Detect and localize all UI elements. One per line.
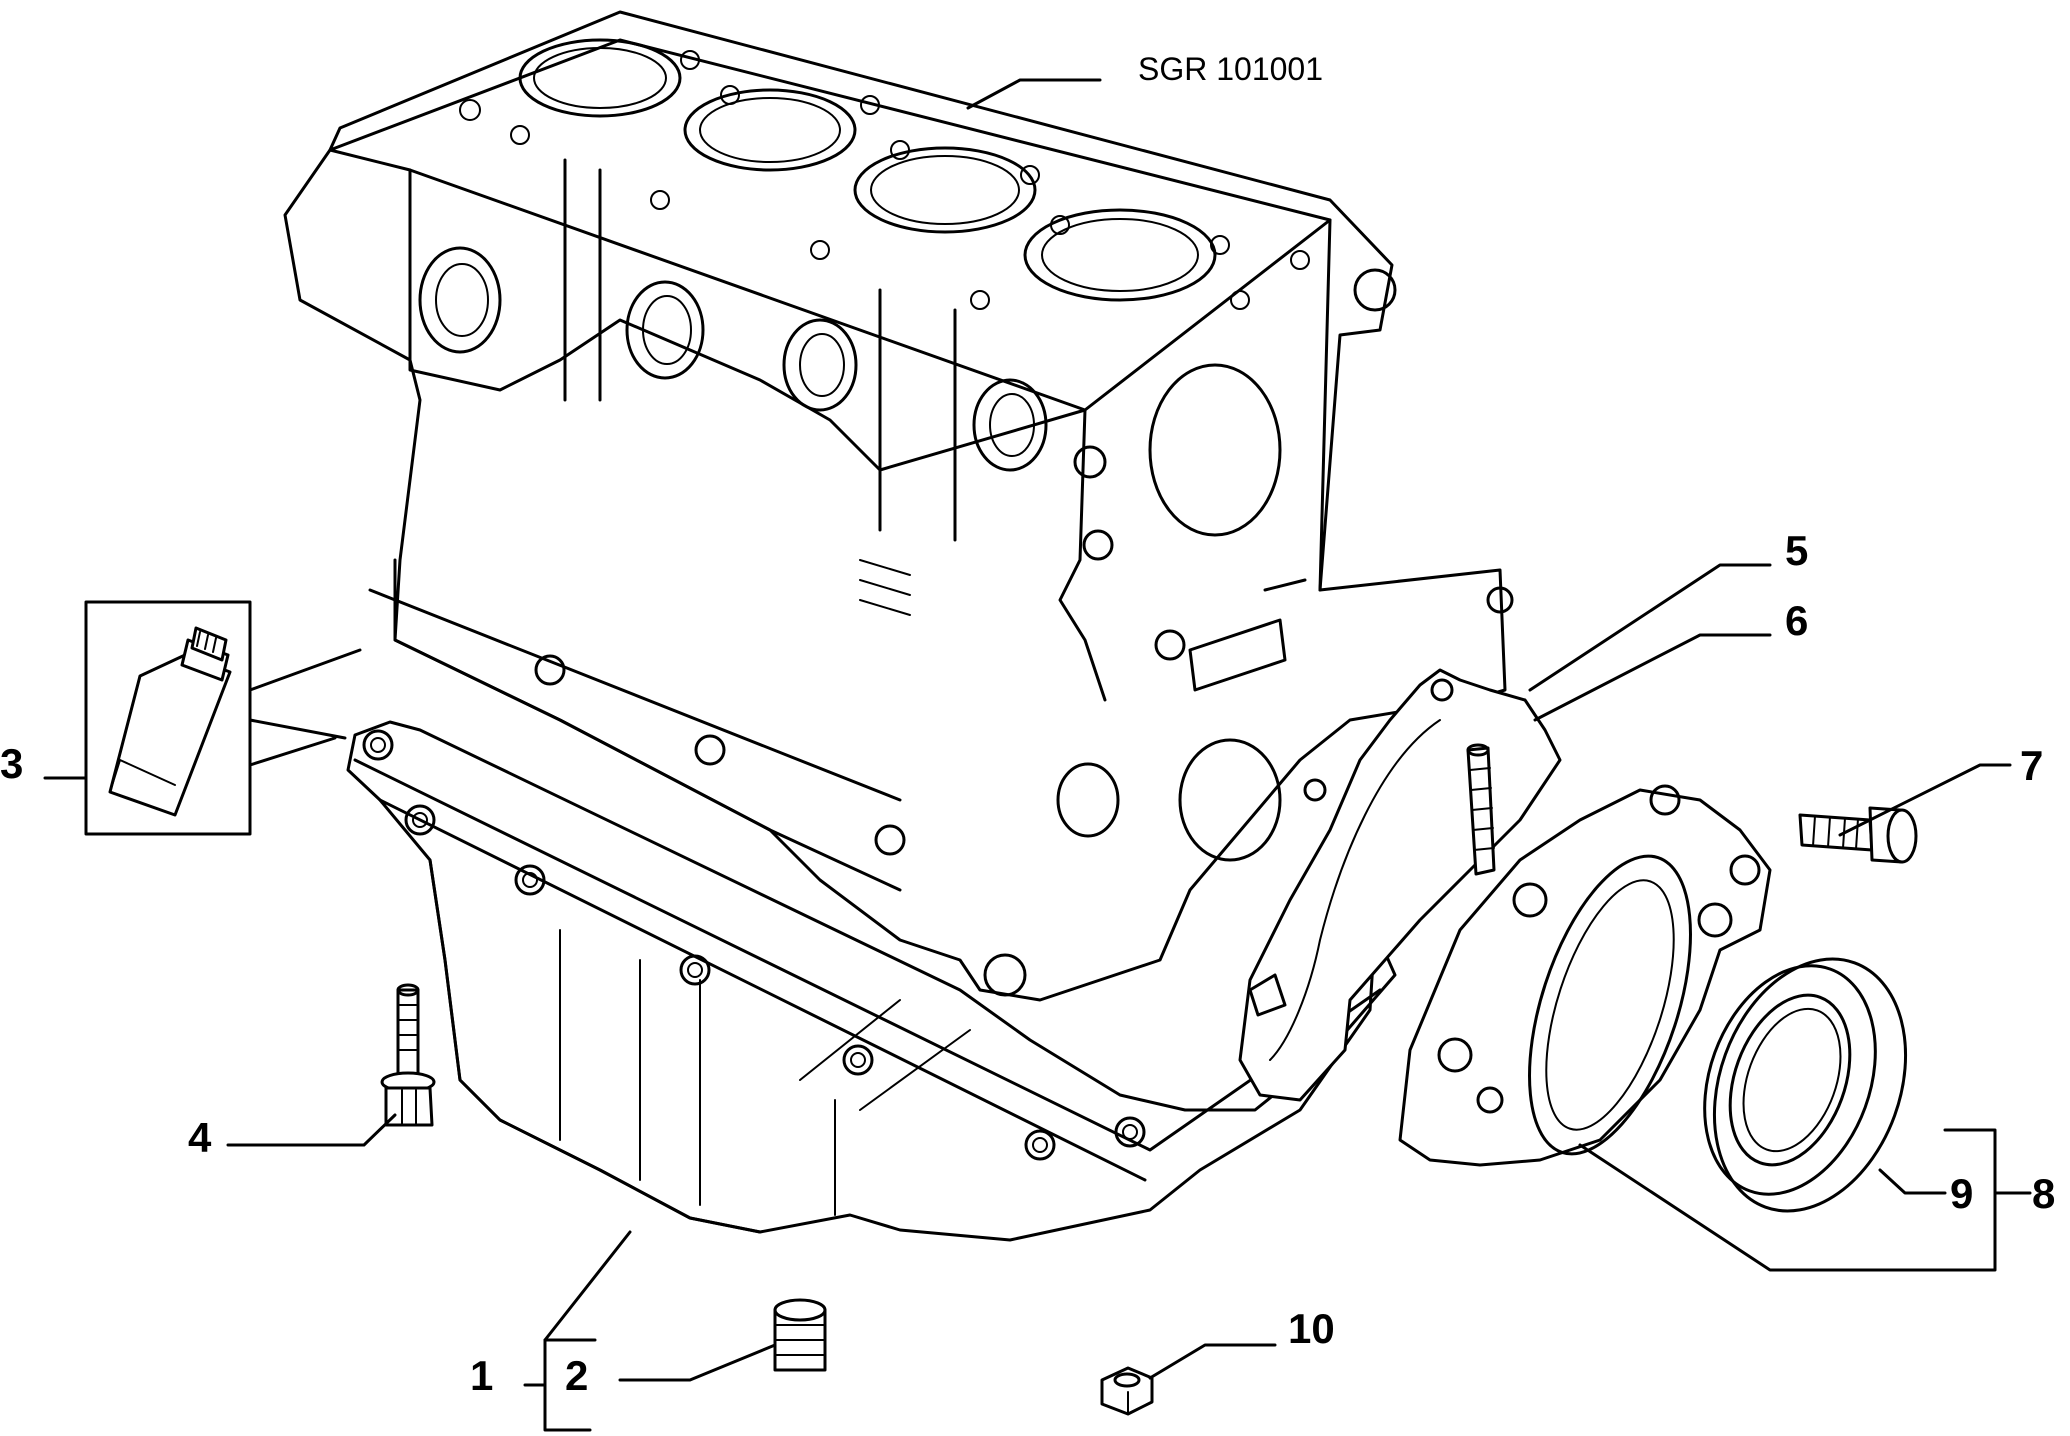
- sealant-tube-panel: [84, 600, 362, 836]
- callout-3: 3: [0, 740, 23, 787]
- callout-8: 8: [2032, 1170, 2055, 1217]
- oil-sump: [346, 720, 1397, 1242]
- callout-5: 5: [1785, 527, 1808, 574]
- pan-bolt: [380, 983, 436, 1127]
- callout-10: 10: [1288, 1305, 1335, 1352]
- engine-block: [283, 10, 1514, 1002]
- reference-code: SGR 101001: [1138, 51, 1323, 87]
- drain-plug: [773, 1298, 827, 1372]
- callout-6: 6: [1785, 597, 1808, 644]
- callout-1: 1: [470, 1352, 493, 1399]
- oil-seal-ring: [1703, 957, 1908, 1213]
- callout-4: 4: [188, 1114, 212, 1161]
- callout-2: 2: [565, 1352, 588, 1399]
- flange-bolt: [1798, 806, 1918, 864]
- leader-lines: [43, 78, 2032, 1432]
- stud-bolt: [1466, 743, 1496, 876]
- rear-seal-cover: [1398, 784, 1772, 1167]
- callout-7: 7: [2020, 742, 2043, 789]
- hex-nut: [1100, 1366, 1154, 1416]
- callout-9: 9: [1950, 1170, 1973, 1217]
